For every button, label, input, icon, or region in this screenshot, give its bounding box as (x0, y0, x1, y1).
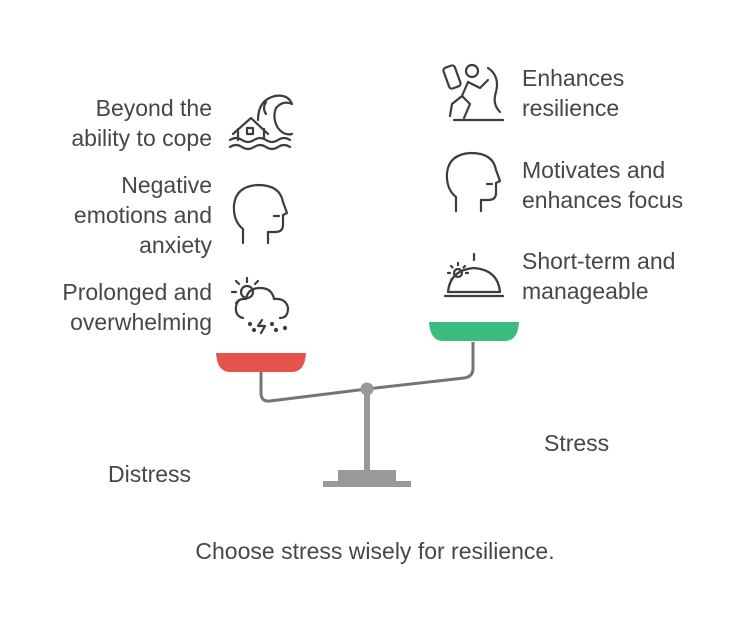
climber-icon (442, 63, 505, 122)
head-profile-icon (445, 151, 502, 213)
stress-item-label: Motivates and enhances focus (522, 157, 684, 213)
tsunami-house-icon (228, 94, 294, 151)
stress-title: Stress (544, 430, 610, 456)
stress-item-label: Short-term and manageable (522, 248, 676, 304)
sunrise-icon (443, 252, 505, 298)
stress-pan (429, 322, 519, 341)
distress-title: Distress (108, 461, 192, 487)
distress-item-label: Beyond the ability to cope (71, 95, 212, 151)
scale-pillar (364, 390, 370, 470)
storm-cloud-icon (230, 276, 290, 335)
stress-item-label: Enhances resilience (522, 65, 625, 121)
distress-item-label: Negative emotions and anxiety (73, 172, 212, 258)
caption: Choose stress wisely for resilience. (195, 538, 555, 564)
distress-pan (216, 353, 306, 372)
head-profile-icon (232, 183, 289, 245)
scale-base-step (338, 470, 396, 481)
scale-base (323, 481, 411, 487)
scale-pivot (360, 382, 374, 396)
distress-item-label: Prolonged and overwhelming (62, 279, 212, 335)
